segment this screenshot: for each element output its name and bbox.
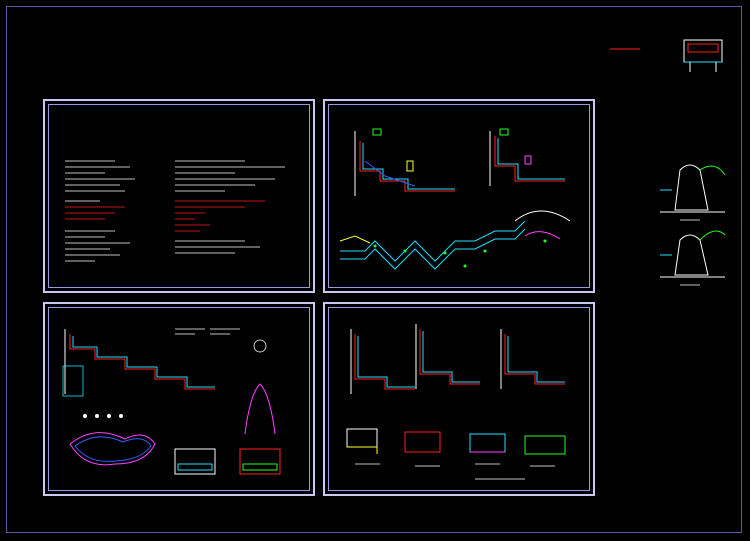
section-drawings bbox=[339, 128, 571, 270]
sheet-design-notes[interactable] bbox=[43, 99, 315, 293]
sheet-inner-frame bbox=[48, 104, 310, 288]
sheet-inner-frame bbox=[328, 104, 590, 288]
notes-text-lines bbox=[65, 160, 285, 262]
sheet-sections-and-plan[interactable] bbox=[323, 99, 595, 293]
sheet-detail-sections[interactable] bbox=[323, 302, 595, 496]
detail-section-drawings bbox=[346, 324, 566, 480]
sheet-details-and-site-plan[interactable] bbox=[43, 302, 315, 496]
sheet-inner-frame bbox=[48, 307, 310, 491]
sheet-inner-frame bbox=[328, 307, 590, 491]
detail-and-site-drawings bbox=[62, 328, 281, 475]
